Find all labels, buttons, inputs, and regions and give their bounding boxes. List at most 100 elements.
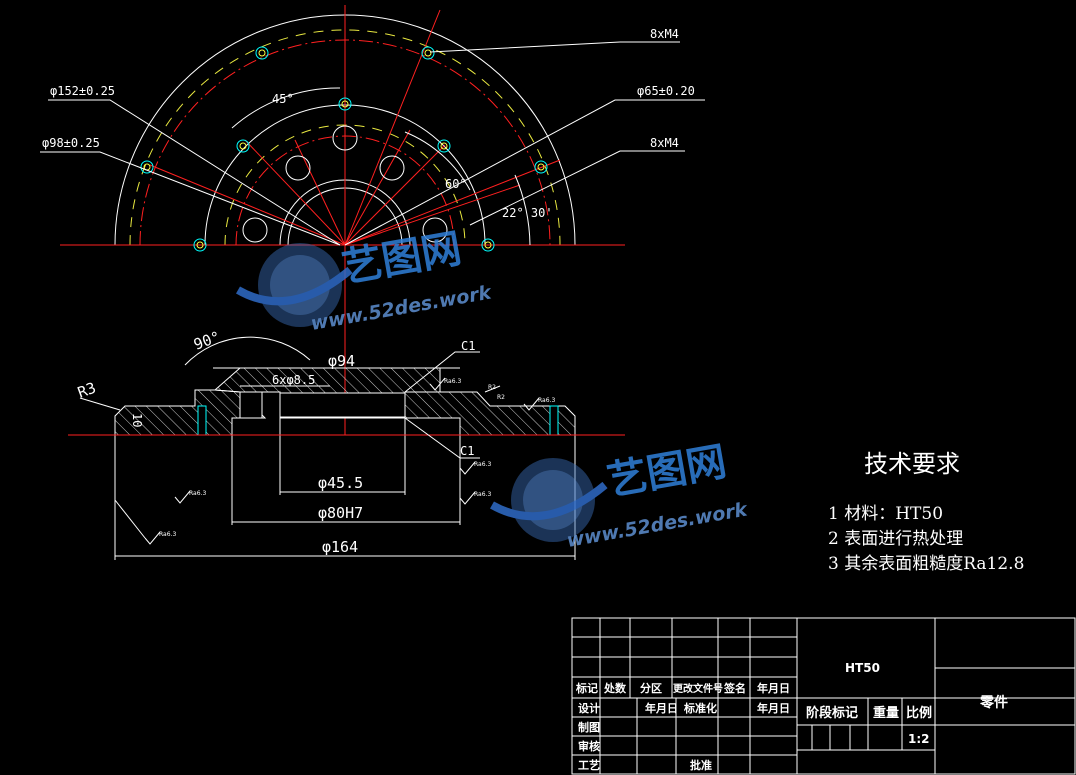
- r2-label-a: R2: [488, 384, 496, 391]
- tb-design: 设计: [578, 701, 600, 715]
- angle-arc-90: [184, 336, 311, 366]
- radial-line-1: [344, 9, 441, 246]
- r2-label-b: R2: [497, 394, 505, 401]
- dia-80-label: φ80H7: [318, 504, 363, 522]
- tb-process: 工艺: [578, 758, 600, 772]
- bolt-hole-left: [197, 405, 207, 436]
- watermark: 艺图网 www.52des.work: [236, 226, 494, 335]
- through-hole: [242, 217, 268, 243]
- through-hole: [422, 217, 448, 243]
- tech-requirements: 技术要求 1 材料：HT50 2 表面进行热处理 3 其余表面粗糙度Ra12.8: [828, 450, 1024, 574]
- step-hole: [239, 391, 263, 419]
- dia-98-label: φ98±0.25: [42, 136, 100, 150]
- section-labels: 90° R3 φ94 C1 6xφ8.5 R2 R2 10 C1 φ45.5 φ…: [75, 328, 555, 556]
- watermark: 艺图网 www.52des.work: [490, 439, 750, 552]
- angle-90-label: 90°: [191, 328, 223, 354]
- tb-count: 处数: [603, 681, 627, 695]
- tb-scale: 1:2: [908, 732, 930, 746]
- through-hole: [285, 155, 311, 181]
- roughness-symbol: Ra6.3: [459, 491, 491, 505]
- angle-arc-45: [231, 87, 341, 129]
- thread-right-label: 8xM4: [650, 136, 679, 150]
- title-block-text: 标记 处数 分区 更改文件号 签名 年月日 设计 年月日 标准化 年月日 制图 …: [575, 661, 1008, 772]
- dia-152-label: φ152±0.25: [50, 84, 115, 98]
- radial-line-6: [344, 129, 411, 246]
- through-hole: [332, 125, 358, 151]
- dia-65-label: φ65±0.20: [637, 84, 695, 98]
- leader-dia-152: [48, 99, 341, 246]
- tb-material: HT50: [845, 661, 880, 675]
- top-view: [40, 5, 705, 435]
- tb-weight: 重量: [873, 705, 899, 721]
- radial-line-2: [344, 159, 561, 246]
- svg-text:Ra6.3: Ra6.3: [189, 490, 206, 497]
- thread-top-label: 8xM4: [650, 27, 679, 41]
- dia-164-label: φ164: [322, 538, 358, 556]
- roughness-leader: [114, 499, 146, 539]
- angle-60-label: 60°: [445, 177, 467, 191]
- leader-r2: [484, 385, 501, 393]
- dia-45-5-label: φ45.5: [318, 474, 363, 492]
- c1-top-label: C1: [461, 339, 475, 353]
- angle-45-label: 45°: [272, 92, 294, 106]
- thickness-label: 10: [130, 413, 144, 427]
- right-flange-section: [404, 391, 576, 436]
- section-view: [68, 336, 625, 560]
- thread-hole: [255, 46, 269, 60]
- leader-thread-right: [469, 150, 685, 226]
- thread-hole: [140, 160, 154, 174]
- tb-row-date: 年月日: [645, 701, 678, 715]
- watermark-logo-text: 艺图网: [339, 226, 465, 292]
- bolt-hole-right: [549, 405, 559, 436]
- roughness-symbol: Ra6.3: [429, 377, 461, 391]
- roughness-symbol: Ra6.3: [459, 461, 491, 475]
- tech-req-item: 2 表面进行热处理: [828, 529, 963, 549]
- roughness-symbol: Ra6.3: [174, 490, 206, 504]
- leader-dia-65: [344, 99, 705, 246]
- tb-approve: 批准: [690, 758, 712, 772]
- title-block: [571, 617, 1076, 775]
- thread-hole: [437, 139, 451, 153]
- tb-review: 审核: [578, 739, 600, 753]
- leader-c1-bottom: [404, 417, 480, 459]
- top-view-labels: 8xM4 φ152±0.25 φ65±0.20 φ98±0.25 8xM4 45…: [42, 27, 695, 220]
- tb-change-doc: 更改文件号: [673, 682, 723, 695]
- left-flange-section: [114, 389, 267, 436]
- watermark-logo-icon: [236, 243, 353, 327]
- dia-94-label: φ94: [328, 352, 355, 370]
- angle-arc-22: [514, 174, 531, 246]
- leader-dia-98: [40, 151, 341, 246]
- svg-text:Ra6.3: Ra6.3: [474, 461, 491, 468]
- svg-text:Ra6.3: Ra6.3: [444, 378, 461, 385]
- radial-line-3: [149, 164, 346, 246]
- leader-r3: [79, 397, 121, 411]
- holes-label: 6xφ8.5: [272, 373, 315, 387]
- tb-zone: 分区: [640, 681, 662, 695]
- tech-req-title: 技术要求: [864, 450, 960, 478]
- roughness-symbol: Ra6.3: [523, 397, 555, 411]
- thread-hole: [236, 139, 250, 153]
- roughness-symbol: Ra6.3: [144, 531, 176, 545]
- tb-stage-mark: 阶段标记: [806, 705, 858, 721]
- leader-c1-top: [404, 351, 480, 393]
- angle-22-label: 22° 30': [502, 206, 553, 220]
- svg-text:Ra6.3: Ra6.3: [538, 397, 555, 404]
- tb-mark: 标记: [575, 681, 598, 695]
- svg-text:Ra6.3: Ra6.3: [159, 531, 176, 538]
- radius-label: R3: [75, 379, 98, 402]
- radial-line-8: [344, 184, 521, 246]
- svg-text:Ra6.3: Ra6.3: [474, 491, 491, 498]
- thread-hole: [481, 238, 495, 252]
- tb-draw: 制图: [578, 720, 600, 734]
- tb-part-name: 零件: [979, 694, 1008, 711]
- title-block-frame: [571, 617, 1076, 775]
- c1-bottom-label: C1: [460, 444, 474, 458]
- radial-line-5: [344, 144, 446, 246]
- radial-line-7: [294, 139, 346, 246]
- tb-row-date2: 年月日: [757, 701, 790, 715]
- through-hole: [379, 155, 405, 181]
- thread-hole: [193, 238, 207, 252]
- tb-ratio: 比例: [906, 705, 932, 721]
- leader-thread-top: [429, 41, 680, 53]
- radial-line-4: [244, 139, 346, 246]
